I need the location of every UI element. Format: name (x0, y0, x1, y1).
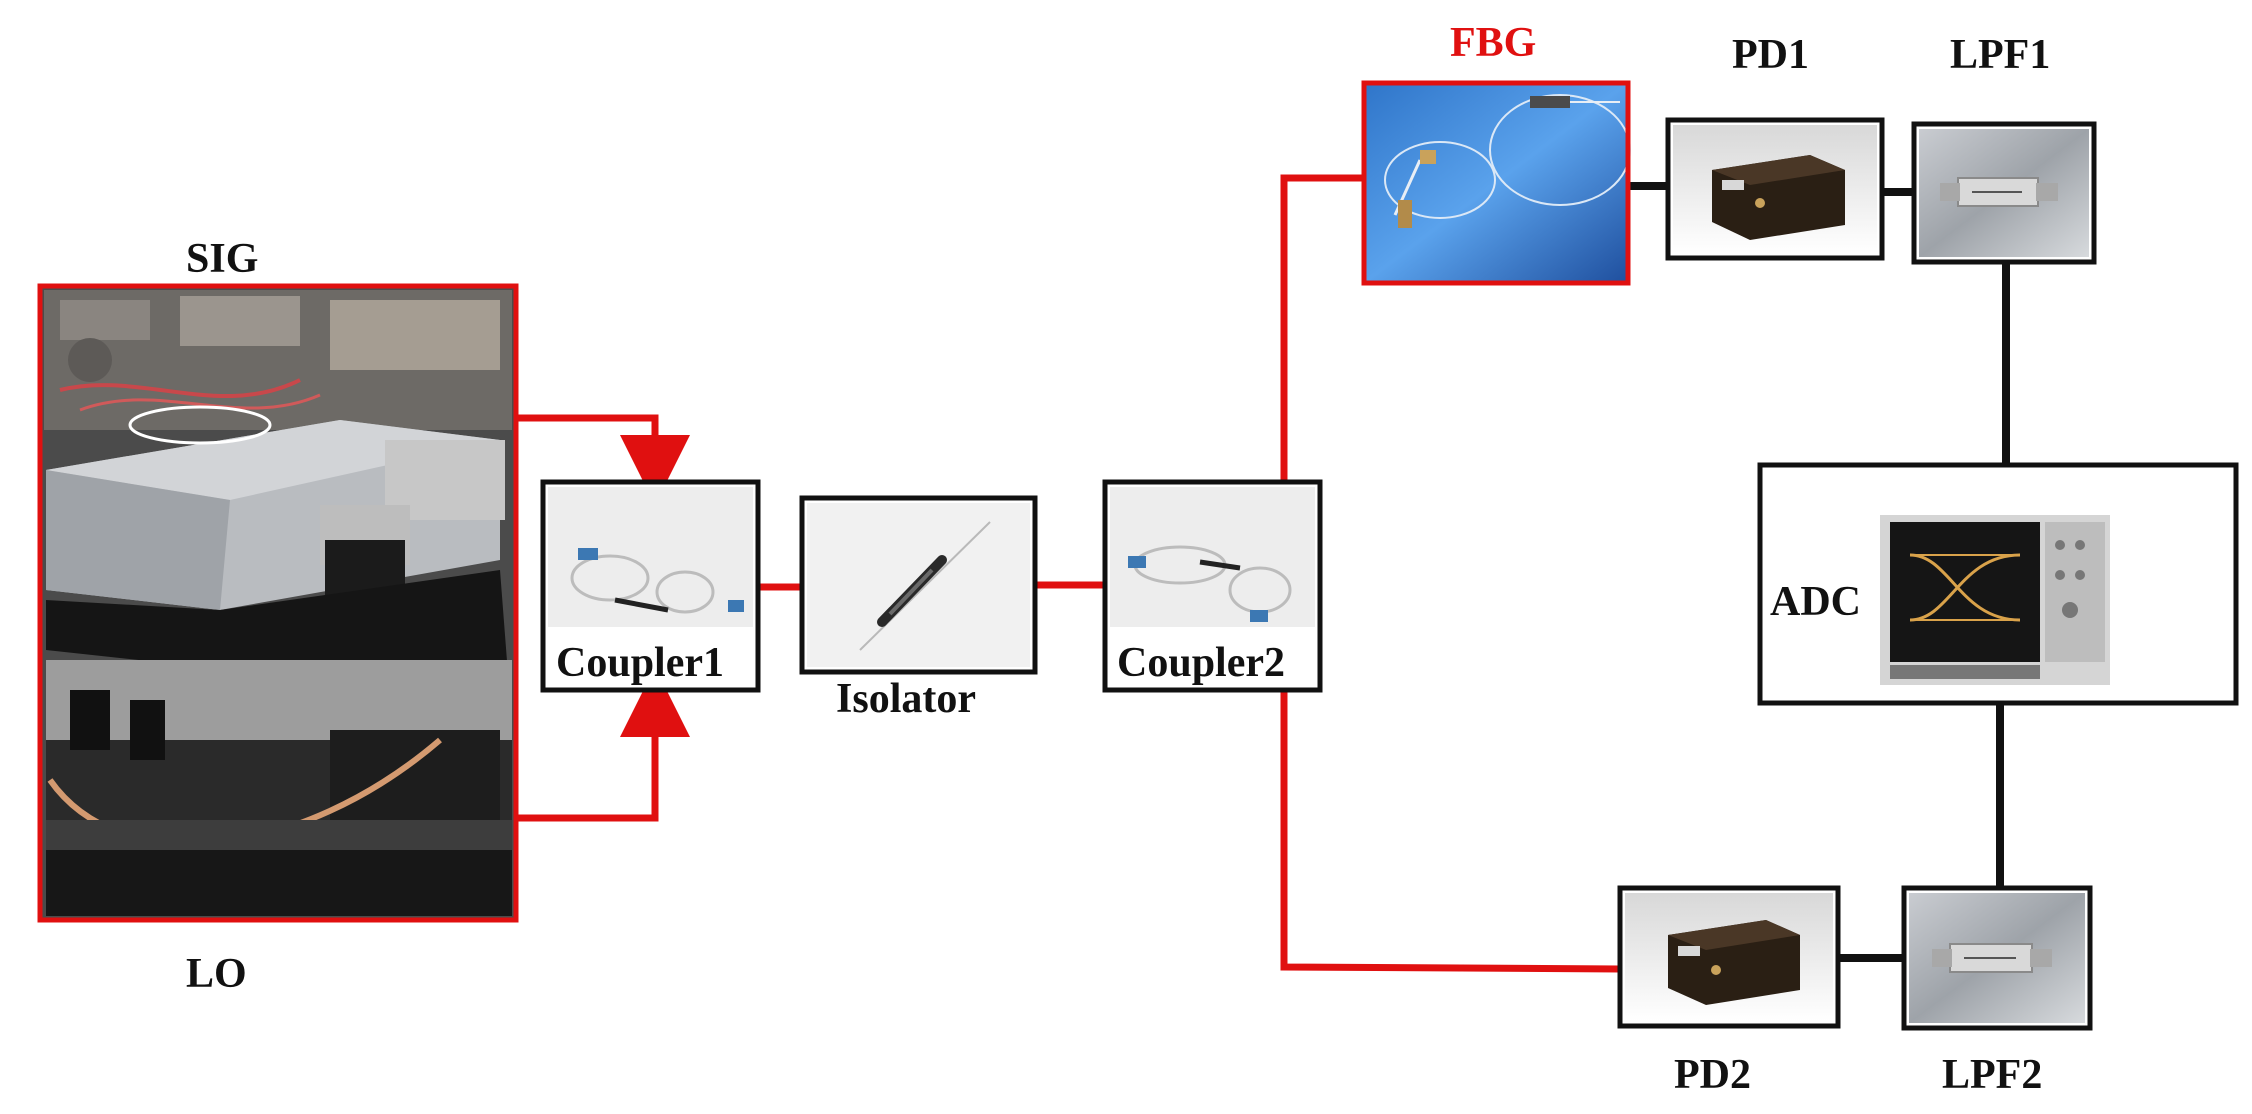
fbg-frame (1361, 80, 1631, 286)
wire-coupler2-pd2 (1280, 690, 1621, 973)
coupler2-label: Coupler2 (1117, 640, 1285, 686)
pd2-label: PD2 (1674, 1052, 1751, 1098)
fbg-label: FBG (1450, 20, 1536, 66)
fiber-isolator-photo (807, 503, 1030, 667)
photodetector-photo (1673, 125, 1877, 253)
fiber-coupler-photo-2 (1110, 487, 1315, 627)
lpf2-label: LPF2 (1942, 1052, 2042, 1098)
wire-coupler2-fbg (1280, 174, 1364, 482)
wire-sig-to-coupler1 (515, 414, 690, 505)
sig-lo-frame (37, 283, 519, 923)
low-pass-filter-photo (1919, 129, 2089, 257)
photodetector-photo-2 (1625, 893, 1833, 1021)
pd1-label: PD1 (1732, 32, 1809, 78)
coupler1-label: Coupler1 (556, 640, 724, 686)
fiber-bragg-grating-photo (1364, 83, 1631, 283)
wire-lo-to-coupler1 (515, 667, 690, 822)
oscilloscope-photo (1880, 515, 2110, 685)
adc-label: ADC (1770, 579, 1861, 625)
low-pass-filter-photo-2 (1909, 893, 2085, 1023)
isolator-label: Isolator (836, 676, 976, 722)
lpf1-label: LPF1 (1950, 32, 2050, 78)
lo-label: LO (186, 951, 247, 997)
laser-source-photo (40, 286, 516, 920)
sig-label: SIG (186, 236, 258, 282)
fiber-coupler-photo (548, 487, 753, 627)
